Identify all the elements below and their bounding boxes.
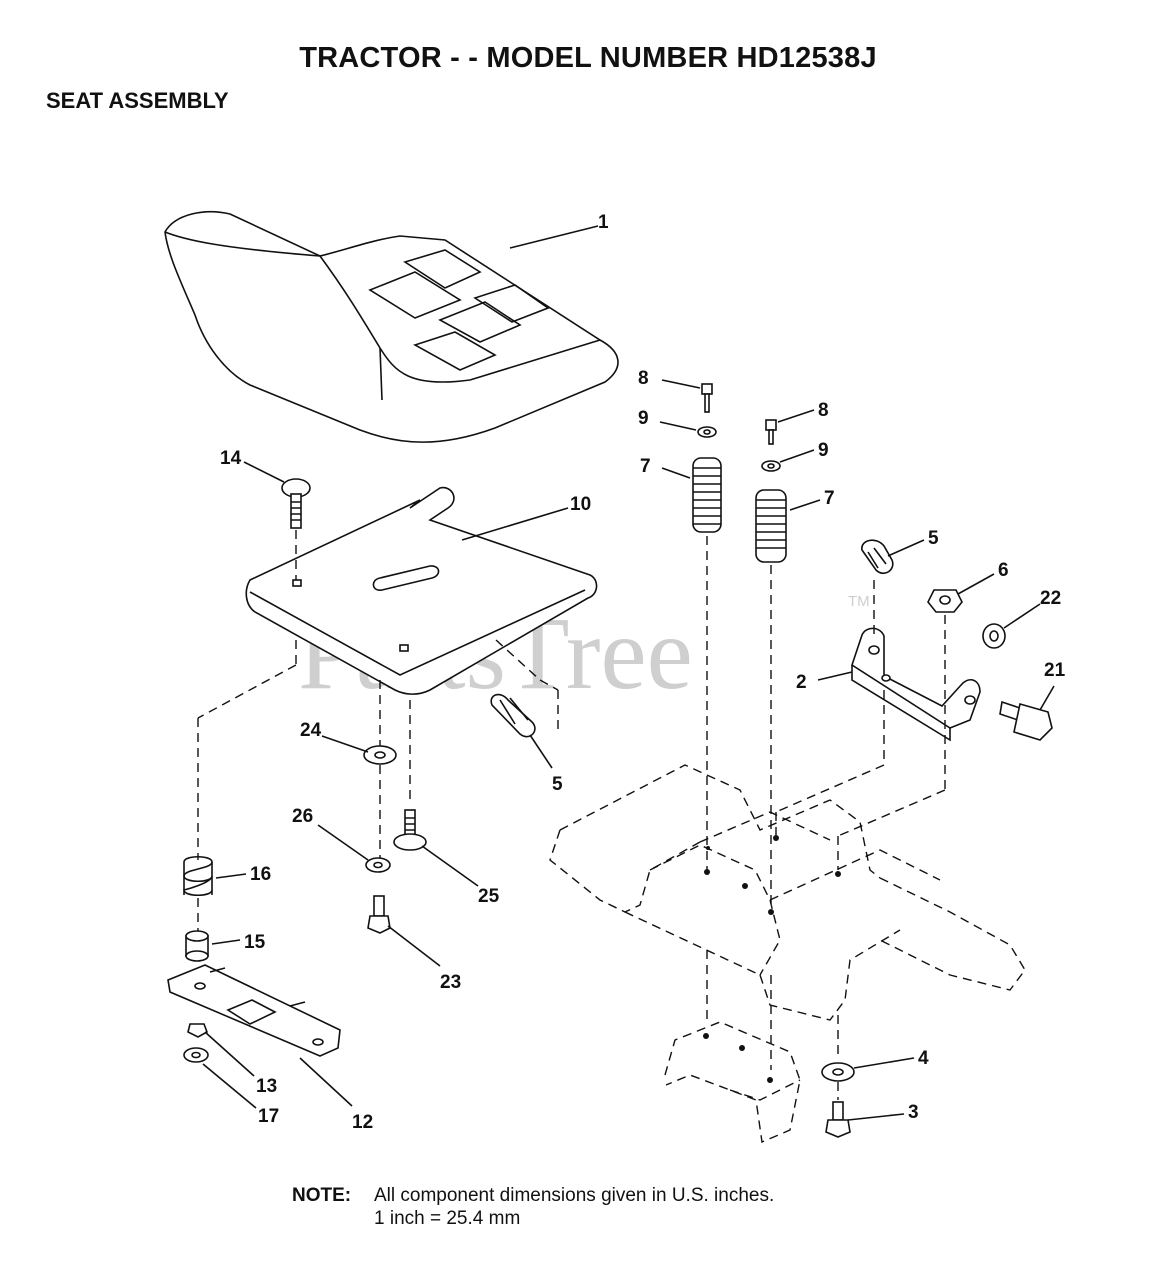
callout-26: 26 [292,806,313,827]
part-6-nut[interactable] [927,589,963,613]
leader-6 [957,573,995,595]
tractor-frame-outline [549,764,1026,1144]
callout-14: 14 [220,448,242,469]
part-22-spacer[interactable] [982,623,1006,649]
callout-3: 3 [908,1102,919,1123]
part-26-washer[interactable] [365,857,391,873]
note-line-1: All component dimensions given in U.S. i… [374,1185,775,1206]
part-8-bolt-right[interactable] [765,419,777,445]
callout-13: 13 [256,1076,277,1097]
part-21-shoulder-bolt[interactable] [999,700,1053,741]
part-8-bolt-left[interactable] [701,383,713,413]
callout-22: 22 [1040,588,1061,609]
callout-9-right: 9 [818,440,829,461]
leader-13 [204,1031,255,1077]
callout-5-right: 5 [928,528,939,549]
callout-23: 23 [440,972,461,993]
callout-8-left: 8 [638,368,649,389]
leader-9-left [659,421,697,431]
part-12-bracket-plate[interactable] [167,964,341,1057]
callout-21: 21 [1044,660,1066,681]
leader-7-right [789,499,821,511]
callout-8-right: 8 [818,400,829,421]
callout-7-left: 7 [640,456,651,477]
leader-24 [321,735,369,753]
watermark-tm: TM [848,593,870,610]
leader-25 [421,845,479,887]
part-2-bracket[interactable] [851,627,981,742]
dimension-note: NOTE: All component dimensions given in U… [292,1184,774,1230]
leader-23 [387,925,441,967]
callout-10: 10 [570,494,591,515]
page-title: TRACTOR - - MODEL NUMBER HD12538J [299,42,877,74]
leader-8-right [777,409,815,423]
callout-5-left: 5 [552,774,563,795]
callout-9-left: 9 [638,408,649,429]
callout-16: 16 [250,864,271,885]
part-23-hex-bolt[interactable] [367,895,391,934]
part-17-flange-nut[interactable] [183,1047,209,1063]
callout-2: 2 [796,672,807,693]
leader-26 [317,824,369,861]
leader-15 [211,939,241,945]
callout-25: 25 [478,886,500,907]
callout-6: 6 [998,560,1009,581]
leader-22 [1003,603,1041,629]
leader-5-right [887,539,925,557]
part-15-bushing[interactable] [185,930,209,962]
part-5-clip-right[interactable] [861,539,894,575]
note-text: All component dimensions given in U.S. i… [374,1184,774,1230]
leader-4 [853,1057,915,1069]
callout-7-right: 7 [824,488,835,509]
leader-5-left [529,734,553,769]
callout-12: 12 [352,1112,373,1133]
callout-15: 15 [244,932,266,953]
part-9-washer-left[interactable] [697,426,717,438]
part-1-seat[interactable] [164,210,619,443]
callout-1: 1 [598,212,609,233]
leader-2 [817,671,853,681]
leader-9-right [779,449,815,463]
part-25-shoulder-bolt[interactable] [393,809,427,851]
part-10-seat-pan[interactable] [245,486,598,695]
part-9-washer-right[interactable] [761,460,781,472]
leader-21 [1039,685,1055,711]
part-4-washer[interactable] [821,1062,855,1082]
leader-12 [299,1057,353,1107]
leader-7-left [661,467,691,479]
bracket-dashed-guides [775,580,946,870]
callout-17: 17 [258,1106,279,1127]
part-7-spring-right[interactable] [755,489,787,563]
leader-3 [847,1113,905,1121]
part-13-nut[interactable] [187,1023,208,1038]
part-14-carriage-bolt[interactable] [281,478,311,529]
leader-14 [243,461,285,483]
left-dashed-guides [197,530,559,860]
callout-4: 4 [918,1048,929,1069]
part-7-spring-left[interactable] [692,457,722,533]
section-title: SEAT ASSEMBLY [46,88,229,113]
spring-dashed-guides [706,536,772,910]
note-line-2: 1 inch = 25.4 mm [374,1208,521,1229]
callout-24: 24 [300,720,322,741]
leader-8-left [661,379,701,389]
leader-16 [215,873,247,879]
part-16-spring[interactable] [183,855,213,897]
part-24-washer[interactable] [363,745,397,765]
leader-1 [509,225,599,249]
leader-17 [202,1063,257,1109]
part-3-hex-bolt[interactable] [825,1101,851,1138]
part-5-clip-left[interactable] [490,693,536,738]
seat-assembly-diagram: PartsTree TM 1 14 10 [164,210,1066,1144]
note-label: NOTE: [292,1185,352,1206]
leader-10 [461,507,569,541]
